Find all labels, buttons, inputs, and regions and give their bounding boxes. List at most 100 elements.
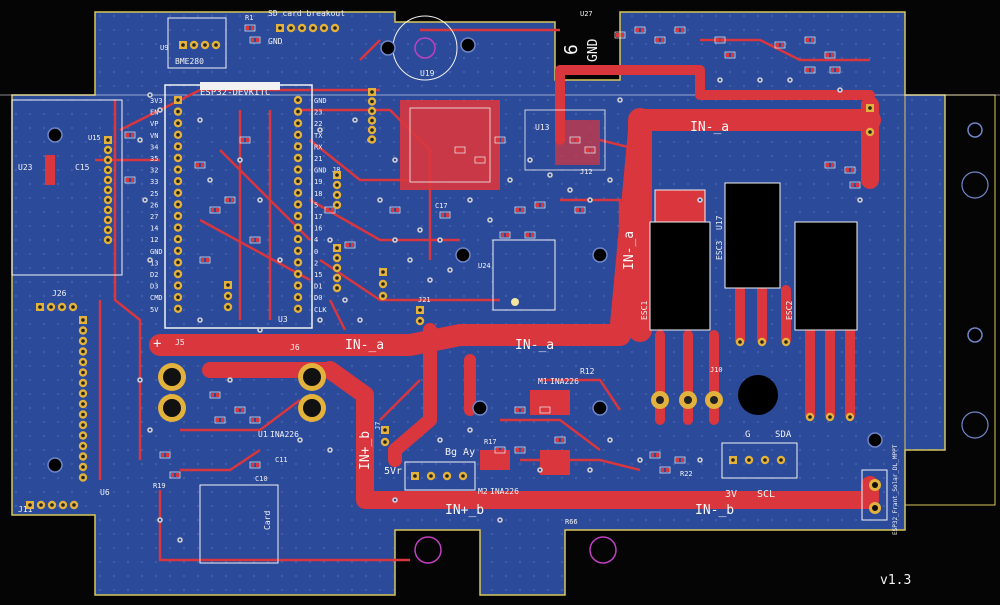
- smd-component: [824, 161, 836, 169]
- via: [237, 157, 243, 163]
- left-header-pad: [78, 378, 88, 388]
- ref-j8: J8: [332, 166, 340, 174]
- smd-component: [634, 26, 646, 34]
- esp32-left-pin-label: D2: [150, 271, 158, 279]
- esp32-left-pad: [173, 130, 183, 139]
- three-v-label: 3V: [725, 489, 737, 500]
- esp32-right-pad: [293, 188, 303, 197]
- ref-u23: U23: [18, 163, 33, 172]
- esc1-package: [649, 221, 711, 331]
- ref-m2: M2: [478, 487, 488, 496]
- esp32-right-pin-label: TX: [314, 132, 323, 140]
- via: [437, 237, 443, 243]
- smd-component: [674, 26, 686, 34]
- esp32-module-title: ESP32-DEVKITC: [200, 88, 270, 98]
- card-label: Card: [263, 511, 272, 530]
- via: [697, 197, 703, 203]
- j11-pad: [58, 500, 68, 510]
- power-terminals: J5 + J6 INA226 U1: [153, 336, 326, 439]
- esp32-left-pad: [173, 258, 183, 267]
- center-header-pad: [368, 88, 376, 96]
- sensor-header-pad: [426, 471, 436, 481]
- j27-pad: [224, 281, 232, 289]
- via: [467, 197, 473, 203]
- right-standoff-1: [961, 171, 989, 199]
- esp32-left-pin-label: 12: [150, 236, 158, 244]
- via: [317, 127, 323, 133]
- via: [417, 227, 423, 233]
- esp32-right-pin-label: RX: [314, 143, 323, 151]
- via: [277, 257, 283, 263]
- esp32-left-pad: [173, 293, 183, 302]
- net-label-in-plus-b-bottom: IN+_b: [445, 503, 484, 518]
- smd-component: [249, 36, 261, 44]
- left-header-pad: [78, 441, 88, 451]
- ina226-label-1: INA226: [270, 430, 299, 439]
- esp32-right-pad: [293, 269, 303, 279]
- ref-j12: J12: [580, 168, 593, 176]
- esp32-left-pin-label: 33: [150, 178, 158, 186]
- left-header-pad: [78, 431, 88, 440]
- esp32-right-pad: [293, 107, 303, 116]
- via: [197, 117, 203, 123]
- net-label-in-plus-b-vertical: IN+_b: [358, 431, 373, 470]
- via: [467, 427, 473, 433]
- smd-component: [574, 206, 586, 214]
- via: [197, 317, 203, 323]
- esp32-right-pin-label: 22: [314, 120, 322, 128]
- via: [757, 77, 763, 83]
- esp32-left-pad: [173, 119, 183, 128]
- j9-pad: [333, 244, 341, 252]
- esc2-package: [794, 221, 858, 331]
- esp32-left-header: [173, 96, 183, 313]
- j11-pad: [47, 500, 57, 510]
- smd-component: [474, 156, 486, 164]
- mppt-terminal: ESP32_Frant_Solar_DL_MPPT: [861, 444, 899, 535]
- j4-header-pad: [103, 155, 113, 165]
- ref-j5: J5: [175, 338, 185, 347]
- buzzer-hole: [738, 375, 778, 415]
- ref-u9: U9: [160, 44, 168, 52]
- sensor-header-pad: [411, 472, 419, 480]
- smd-component: [649, 451, 661, 459]
- ref-u24: U24: [478, 262, 491, 270]
- esc3-package: [724, 182, 781, 289]
- smd-component: [774, 41, 786, 49]
- net-label-gnd-top: GND: [586, 38, 601, 62]
- ref-j26: J26: [52, 289, 67, 298]
- esp32-left-pad: [173, 246, 183, 255]
- ina226-label-3: INA226: [550, 377, 579, 386]
- smd-component: [534, 201, 546, 209]
- esp32-right-header: [293, 95, 303, 313]
- esp32-left-pad: [173, 200, 183, 209]
- esp32-left-pad: [173, 107, 183, 116]
- esp32-right-pin-label: 18: [314, 190, 322, 198]
- via: [617, 97, 623, 103]
- esp32-left-pin-label: CMD: [150, 294, 163, 302]
- sd-breakout-pad: [297, 23, 307, 33]
- esp32-left-pin-labels: 3V3ENVPVN343532332526271412GND13D2D3CMD5…: [150, 97, 163, 314]
- j11-pad: [69, 500, 79, 510]
- j21-pad: [378, 291, 388, 301]
- sensor-header-pad: [442, 471, 452, 481]
- left-header-pad: [78, 473, 88, 482]
- sensor-header: Bg Ay 5Vr: [384, 447, 476, 491]
- net-label-in-minus-b-bottom: IN-_b: [695, 503, 734, 518]
- smd-component: [224, 196, 236, 204]
- esp32-module: ESP32-DEVKITC U3 3V3ENVPVN34353233252627…: [150, 82, 327, 329]
- ref-c10: C10: [255, 475, 268, 483]
- j11-header: J11: [18, 500, 79, 514]
- ref-r66: R66: [565, 518, 578, 526]
- via: [342, 297, 348, 303]
- smd-component: [524, 231, 536, 239]
- center-header-pad: [367, 97, 377, 106]
- esc2-pad: [805, 412, 815, 422]
- esp32-right-pad: [293, 165, 303, 174]
- j9-pad: [332, 283, 342, 293]
- j21b-pad: [416, 306, 424, 314]
- left-sensor-module: U23 C15: [11, 99, 123, 276]
- bg-ay-label: Bg Ay: [445, 447, 475, 458]
- j9-pad: [332, 263, 342, 273]
- via: [157, 517, 163, 523]
